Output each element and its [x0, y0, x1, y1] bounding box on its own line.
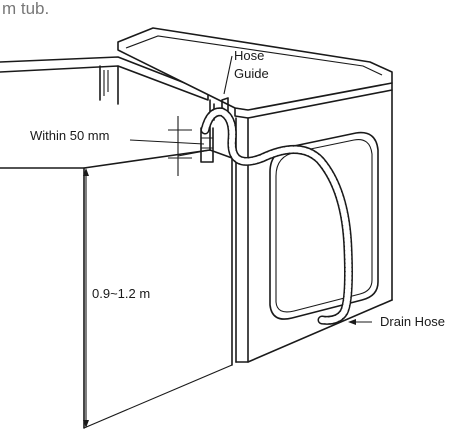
height-dimension: [83, 168, 89, 428]
drain-hose-label: Drain Hose: [380, 314, 445, 329]
hose-guide-leader: [223, 55, 233, 95]
caption-text: m tub.: [2, 0, 49, 18]
tub: [0, 56, 233, 429]
within-dimension: [129, 116, 211, 176]
drain-hose: [200, 97, 353, 325]
within-label: Within 50 mm: [30, 128, 109, 143]
height-label: 0.9~1.2 m: [92, 286, 150, 301]
hose-guide-label-line2: Guide: [234, 66, 269, 81]
hose-guide-label-line1: Hose: [234, 48, 264, 63]
